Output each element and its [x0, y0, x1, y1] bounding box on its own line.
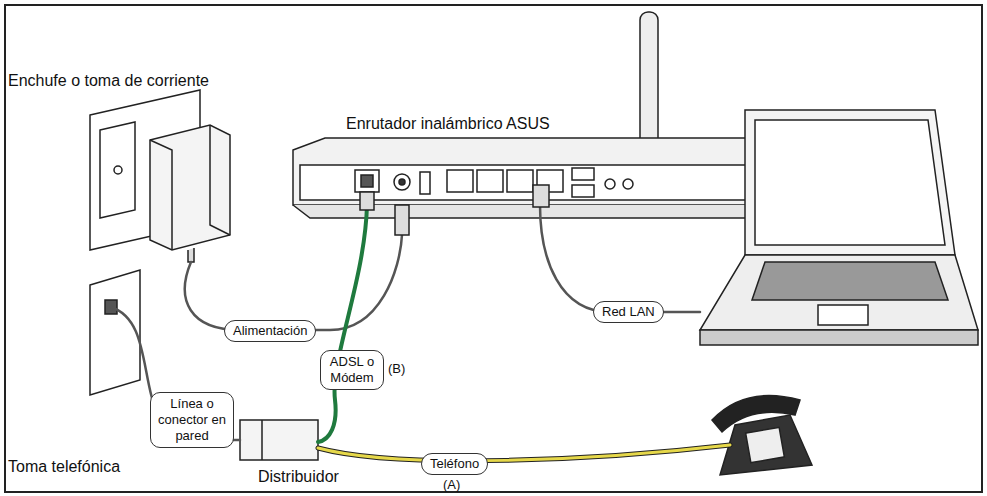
text-label: Toma telefónica: [8, 458, 120, 476]
telephone: [712, 396, 812, 476]
text-label: Distribuidor: [258, 468, 339, 486]
phone-jack: [90, 270, 140, 395]
text-label: (A): [443, 476, 460, 494]
label-pill: Teléfono: [421, 453, 488, 475]
pill-text: Alimentación: [233, 323, 307, 339]
pill-text: Teléfono: [430, 456, 479, 472]
laptop: [700, 110, 978, 345]
label-pill: ADSL o Módem: [320, 350, 384, 390]
label-pill: Línea o conector en pared: [150, 392, 234, 448]
label-pill: Red LAN: [593, 301, 664, 323]
text-label: (B): [388, 360, 405, 378]
pill-text: Red LAN: [602, 304, 655, 320]
power-adapter: [150, 125, 230, 262]
wires: [111, 185, 730, 461]
pill-text: Línea o conector en pared: [156, 396, 228, 444]
pill-text: ADSL o Módem: [326, 354, 378, 386]
splitter: [240, 420, 318, 460]
label-pill: Alimentación: [224, 320, 316, 342]
text-label: Enchufe o toma de corriente: [8, 72, 209, 90]
text-label: Enrutador inalámbrico ASUS: [346, 115, 550, 133]
